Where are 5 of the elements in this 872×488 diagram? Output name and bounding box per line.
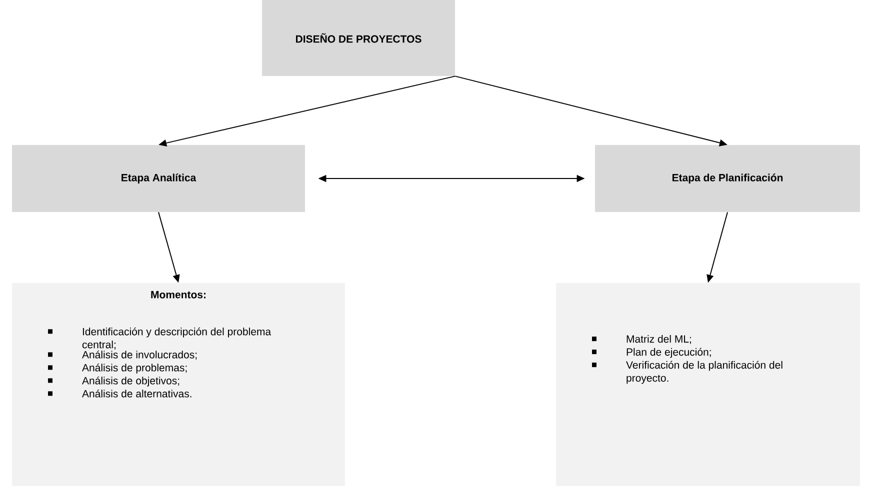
stage-box: Etapa de Planificación <box>595 145 860 212</box>
list-box: Momentos: Identificación y descripción del problema central; Análisis de involucrados; Análisis de problemas; Análisis de objetivos; Análisis de alternativas. <box>12 283 345 486</box>
list-box: Matriz del ML; Plan de ejecución; Verificación de la planificación del proyecto. <box>556 283 860 486</box>
stage-box: Etapa Analítica <box>12 145 305 212</box>
title-box: DISEÑO DE PROYECTOS <box>262 0 455 76</box>
